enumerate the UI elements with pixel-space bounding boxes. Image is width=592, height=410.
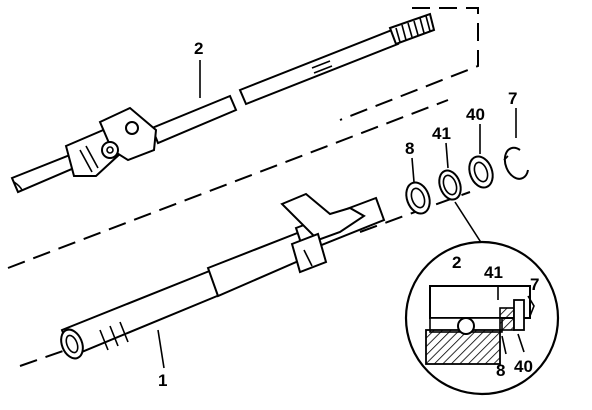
ring-40 [468,155,494,189]
callout-washer: 8 [405,139,414,158]
ring-41 [438,169,462,201]
detail-label-circlip: 7 [530,275,539,294]
leader-lines [157,60,517,369]
washer-8 [405,181,431,215]
detail-view: 2 41 7 8 40 [404,240,560,396]
detail-label-washer: 8 [496,361,505,380]
callout-circlip: 7 [508,89,517,108]
detail-label-ring-41: 41 [484,263,503,282]
lower-steering-column [60,192,386,360]
upper-steering-shaft [10,12,436,194]
circlip-7 [503,146,529,180]
detail-label-ring-40: 40 [514,357,533,376]
callout-shaft-upper: 2 [194,39,203,58]
callout-ring-40: 40 [466,105,485,124]
callout-ring-41: 41 [432,124,451,143]
detail-label-shaft: 2 [452,253,461,272]
callout-shaft-lower: 1 [158,371,167,390]
